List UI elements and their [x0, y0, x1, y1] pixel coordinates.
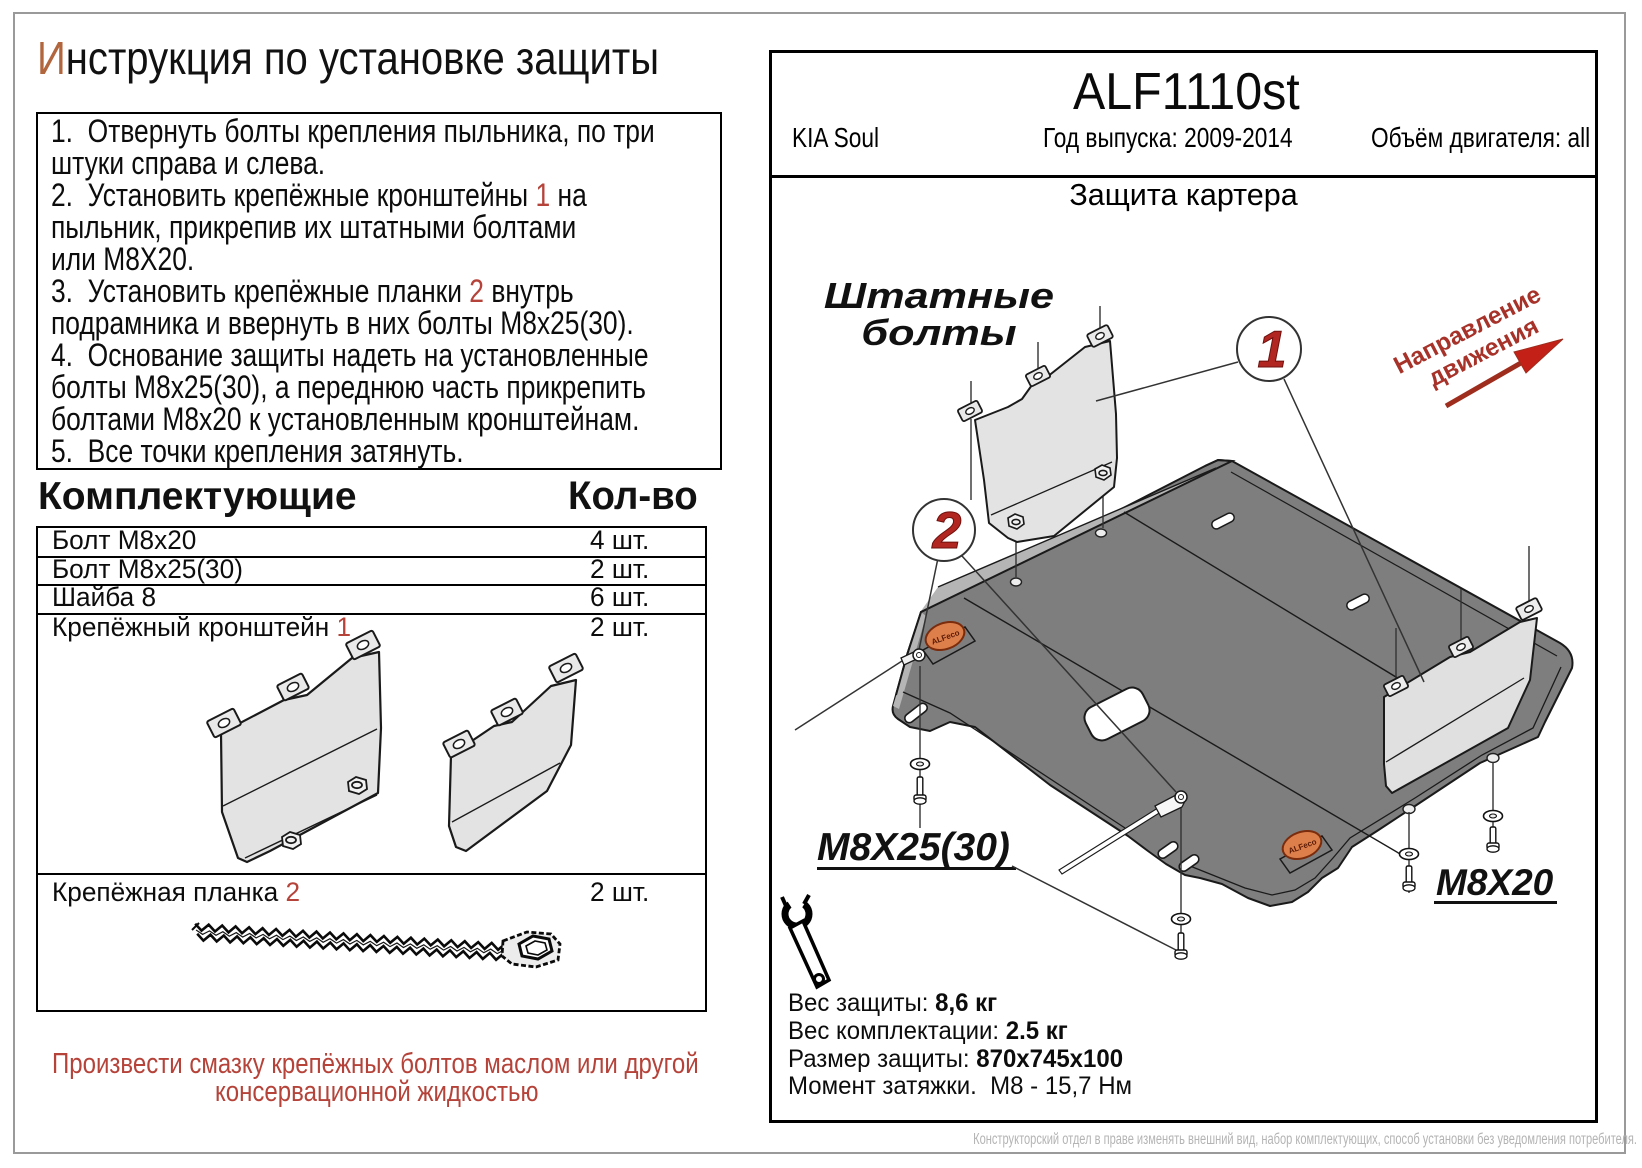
- svg-text:2: 2: [932, 502, 962, 560]
- svg-text:1: 1: [1258, 321, 1287, 379]
